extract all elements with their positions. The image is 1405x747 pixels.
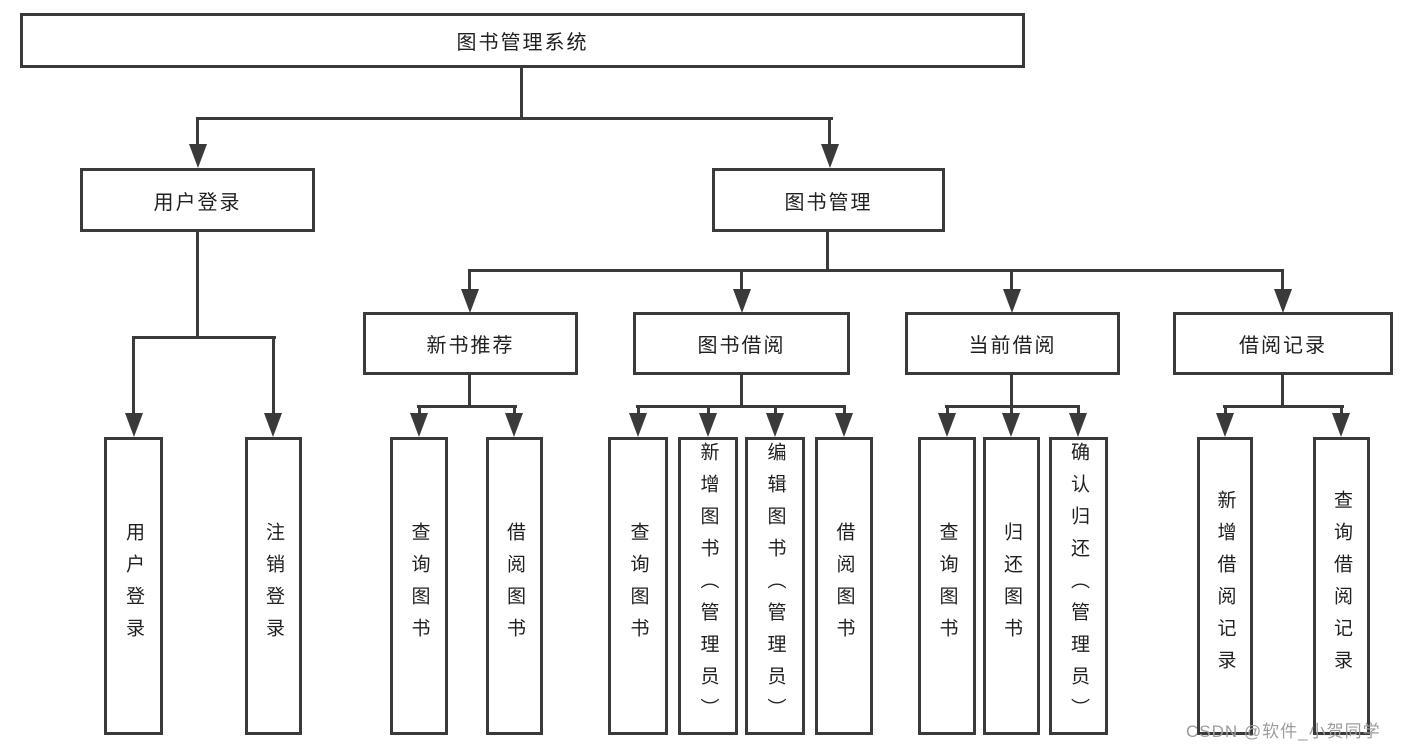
arrow-down-icon — [1216, 413, 1234, 437]
node-user-login-label: 用户登录 — [153, 191, 242, 214]
connector-line — [1010, 405, 1013, 417]
connector-line — [197, 117, 833, 120]
connector-line — [468, 269, 1284, 272]
leaf-borrowing-borrow-books-label: 借阅图书 — [833, 522, 855, 650]
leaf-borrowing-borrow-books: 借阅图书 — [815, 437, 873, 735]
node-book-borrowing-label: 图书借阅 — [697, 335, 786, 357]
leaf-current-confirm-return-admin: 确认归还（管理员） — [1049, 437, 1108, 735]
arrow-down-icon — [1332, 413, 1350, 437]
leaf-records-add-record-label: 新增借阅记录 — [1214, 490, 1236, 682]
arrow-down-icon — [835, 413, 853, 437]
connector-line — [196, 230, 199, 339]
node-current-borrowing: 当前借阅 — [905, 312, 1120, 375]
arrow-down-icon — [505, 413, 523, 437]
arrow-down-icon — [938, 413, 956, 437]
arrow-down-icon — [461, 289, 479, 313]
connector-line — [1281, 373, 1284, 408]
connector-line — [1224, 405, 1227, 417]
connector-line — [636, 405, 846, 408]
node-root-label: 图书管理系统 — [456, 32, 589, 54]
node-borrow-records-label: 借阅记录 — [1239, 335, 1327, 357]
leaf-user-login: 用户登录 — [104, 437, 163, 735]
connector-line — [1010, 269, 1013, 292]
arrow-down-icon — [1069, 413, 1087, 437]
connector-line — [740, 373, 743, 408]
connector-line — [1223, 405, 1344, 408]
node-book-management: 图书管理 — [712, 168, 945, 232]
arrow-down-icon — [766, 413, 784, 437]
leaf-borrowing-query-books-label: 查询图书 — [627, 522, 649, 650]
arrow-down-icon — [125, 413, 143, 437]
connector-line — [828, 117, 831, 147]
arrow-down-icon — [699, 413, 717, 437]
connector-line — [637, 405, 640, 417]
connector-line — [843, 405, 846, 417]
arrow-down-icon — [1274, 289, 1292, 313]
csdn-watermark: CSDN @软件_小贺同学 — [1186, 722, 1381, 741]
connector-line — [1010, 373, 1013, 408]
connector-line — [707, 405, 710, 417]
connector-line — [826, 230, 829, 272]
leaf-user-login-label: 用户登录 — [123, 522, 144, 650]
node-new-book-recommend-label: 新书推荐 — [426, 335, 515, 357]
leaf-logout: 注销登录 — [245, 437, 302, 735]
arrow-down-icon — [189, 144, 207, 168]
node-user-login: 用户登录 — [80, 168, 315, 232]
leaf-current-query-books-label: 查询图书 — [936, 522, 958, 650]
connector-line — [946, 405, 949, 417]
leaf-records-query-record-label: 查询借阅记录 — [1331, 490, 1352, 682]
arrow-down-icon — [264, 413, 282, 437]
leaf-borrowing-add-books-admin-label: 新增图书（管理员） — [697, 442, 719, 730]
node-current-borrowing-label: 当前借阅 — [968, 335, 1057, 357]
connector-line — [468, 269, 471, 292]
connector-line — [1340, 405, 1343, 417]
node-borrow-records: 借阅记录 — [1173, 312, 1393, 375]
arrow-down-icon — [410, 413, 428, 437]
leaf-recommend-query-books-label: 查询图书 — [408, 522, 430, 650]
connector-line — [520, 68, 523, 120]
leaf-recommend-borrow-books-label: 借阅图书 — [504, 522, 525, 650]
arrow-down-icon — [733, 289, 751, 313]
arrow-down-icon — [1002, 413, 1020, 437]
leaf-current-return-books: 归还图书 — [983, 437, 1040, 735]
leaf-borrowing-query-books: 查询图书 — [608, 437, 668, 735]
leaf-borrowing-add-books-admin: 新增图书（管理员） — [678, 437, 738, 735]
node-root: 图书管理系统 — [20, 13, 1025, 68]
connector-line — [132, 336, 135, 415]
leaf-records-query-record: 查询借阅记录 — [1313, 437, 1370, 735]
connector-line — [1281, 269, 1284, 292]
node-book-management-label: 图书管理 — [784, 191, 873, 214]
leaf-recommend-borrow-books: 借阅图书 — [486, 437, 543, 735]
leaf-borrowing-edit-books-admin-label: 编辑图书（管理员） — [764, 442, 786, 730]
connector-line — [468, 373, 471, 408]
arrow-down-icon — [629, 413, 647, 437]
leaf-current-return-books-label: 归还图书 — [1001, 522, 1022, 650]
arrow-down-icon — [1003, 289, 1021, 313]
connector-line — [196, 117, 199, 147]
connector-line — [740, 269, 743, 292]
arrow-down-icon — [821, 144, 839, 168]
connector-line — [513, 405, 516, 417]
leaf-recommend-query-books: 查询图书 — [390, 437, 448, 735]
connector-line — [1077, 405, 1080, 417]
node-book-borrowing: 图书借阅 — [633, 312, 850, 375]
connector-line — [272, 336, 275, 415]
leaf-current-confirm-return-admin-label: 确认归还（管理员） — [1068, 442, 1089, 730]
node-new-book-recommend: 新书推荐 — [363, 312, 578, 375]
leaf-logout-label: 注销登录 — [263, 522, 284, 650]
connector-line — [418, 405, 421, 417]
connector-line — [132, 336, 276, 339]
connector-line — [774, 405, 777, 417]
connector-line — [417, 405, 517, 408]
leaf-current-query-books: 查询图书 — [918, 437, 976, 735]
leaf-borrowing-edit-books-admin: 编辑图书（管理员） — [745, 437, 805, 735]
leaf-records-add-record: 新增借阅记录 — [1197, 437, 1253, 735]
